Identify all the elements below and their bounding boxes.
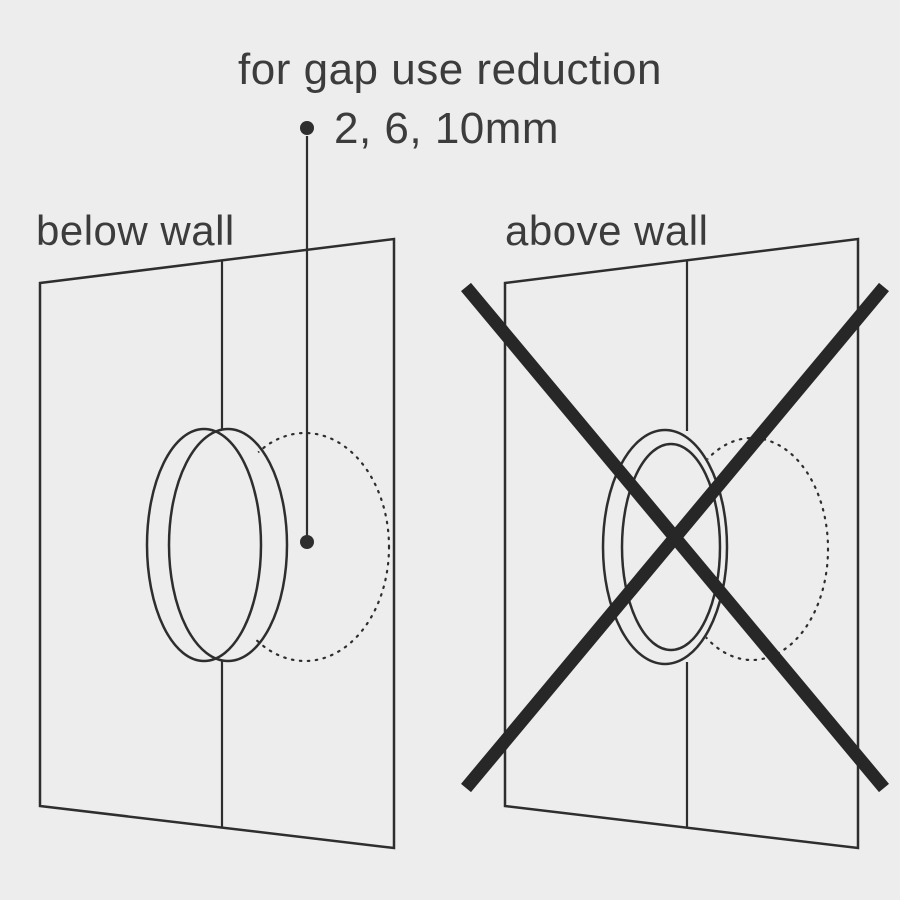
left-panel: below wall	[36, 207, 396, 850]
annotation-values: 2, 6, 10mm	[334, 104, 559, 153]
right-wall-outline	[503, 237, 860, 850]
left-panel-label: below wall	[36, 207, 235, 254]
leader-start-dot-icon	[300, 121, 314, 135]
left-wall-outline	[38, 237, 396, 850]
cross-stroke-2	[461, 282, 889, 793]
prohibition-cross-icon	[461, 282, 889, 793]
right-socket-outer-ellipse	[601, 428, 729, 666]
left-socket-back-ellipse	[167, 427, 289, 663]
leader-end-dot-icon	[300, 535, 314, 549]
right-socket-inner-ellipse	[620, 442, 722, 652]
annotation-title: for gap use reduction	[238, 45, 662, 94]
right-panel: above wall	[461, 207, 889, 850]
left-socket-mask	[146, 429, 286, 661]
right-panel-label: above wall	[505, 207, 708, 254]
left-socket-front-ellipse	[145, 427, 263, 663]
